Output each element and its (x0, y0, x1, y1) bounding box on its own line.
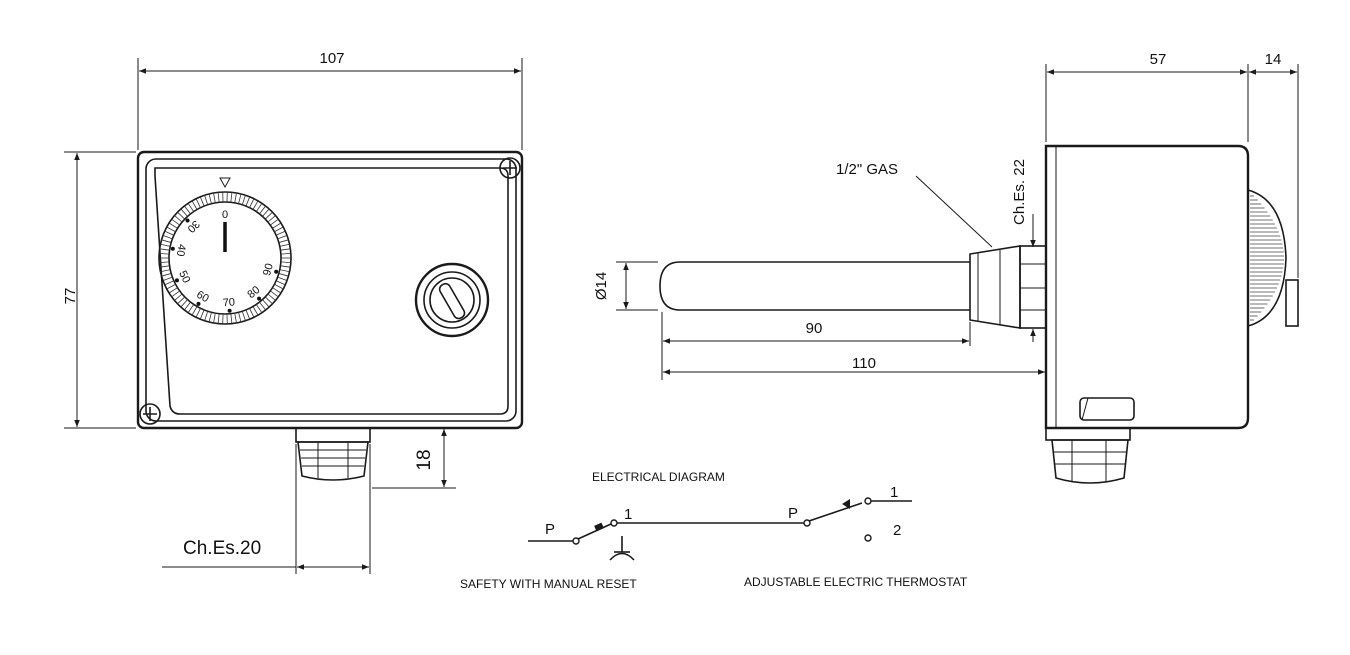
dim-hex-label: Ch.Es. 22 (1011, 159, 1028, 225)
housing-outer (136, 150, 524, 430)
thermo-common-label: P (788, 505, 798, 522)
dim-height-label: 77 (62, 288, 79, 305)
dial-mark-70: 70 (222, 296, 235, 309)
safety-caption: SAFETY WITH MANUAL RESET (460, 577, 637, 591)
thermostat-caption: ADJUSTABLE ELECTRIC THERMOSTAT (744, 575, 968, 589)
probe (659, 261, 970, 311)
dial-mark-90: 90 (261, 262, 276, 277)
safety-common-label: P (545, 521, 555, 538)
housing-inner (145, 158, 517, 422)
dial-knurling (159, 192, 291, 324)
housing-lid (154, 167, 509, 415)
dim-width-label: 107 (319, 50, 344, 67)
safety-switch-symbol (528, 519, 804, 561)
reset-knob (414, 262, 490, 338)
dial-dot-70 (227, 308, 232, 313)
dial-mark-0: 0 (222, 209, 228, 221)
cable-gland (295, 427, 371, 481)
dim-probe-length-label: 90 (806, 320, 823, 337)
dim-knob-label: 14 (1265, 51, 1282, 68)
dial-mark-60: 60 (194, 289, 211, 306)
electrical-title: ELECTRICAL DIAGRAM (592, 470, 725, 484)
thermo-out2-label: 2 (893, 522, 901, 539)
dim-depth-label: 57 (1150, 51, 1167, 68)
dial-dot-40 (170, 246, 175, 251)
dial-dot-80 (257, 296, 262, 301)
dial-dot-50 (174, 278, 179, 283)
dial-dot-60 (196, 301, 201, 306)
cable-gland-side (1045, 427, 1131, 484)
thermostat-switch-symbol (803, 497, 912, 542)
dial-mark-40: 40 (174, 243, 188, 257)
side-view: 57 14 1/2" GAS Ch.Es. 22 Ø14 90 110 (593, 51, 1299, 484)
dim-gland-height-label: 18 (414, 449, 435, 470)
dim-gland-label: Ch.Es.20 (183, 538, 261, 559)
dial-knob-side (1247, 188, 1299, 328)
dial-mark-50: 50 (176, 269, 192, 285)
thread-fitting (969, 245, 1047, 329)
dim-probe-diameter-label: Ø14 (593, 272, 610, 300)
thread-leader (915, 175, 993, 248)
dial-dot-90 (274, 269, 279, 274)
dial-dot-30 (185, 218, 190, 223)
dial-index-marker (219, 177, 231, 189)
thermo-out1-label: 1 (890, 484, 898, 501)
screw-top-right (499, 157, 521, 179)
safety-output-label: 1 (624, 506, 632, 523)
electrical-diagram: ELECTRICAL DIAGRAM P 1 SAFETY WITH MANUA… (460, 470, 968, 591)
housing-side (1044, 144, 1250, 430)
thread-label: 1/2" GAS (836, 161, 898, 178)
dim-total-length-label: 110 (852, 355, 876, 372)
screw-bottom-left (139, 403, 161, 425)
